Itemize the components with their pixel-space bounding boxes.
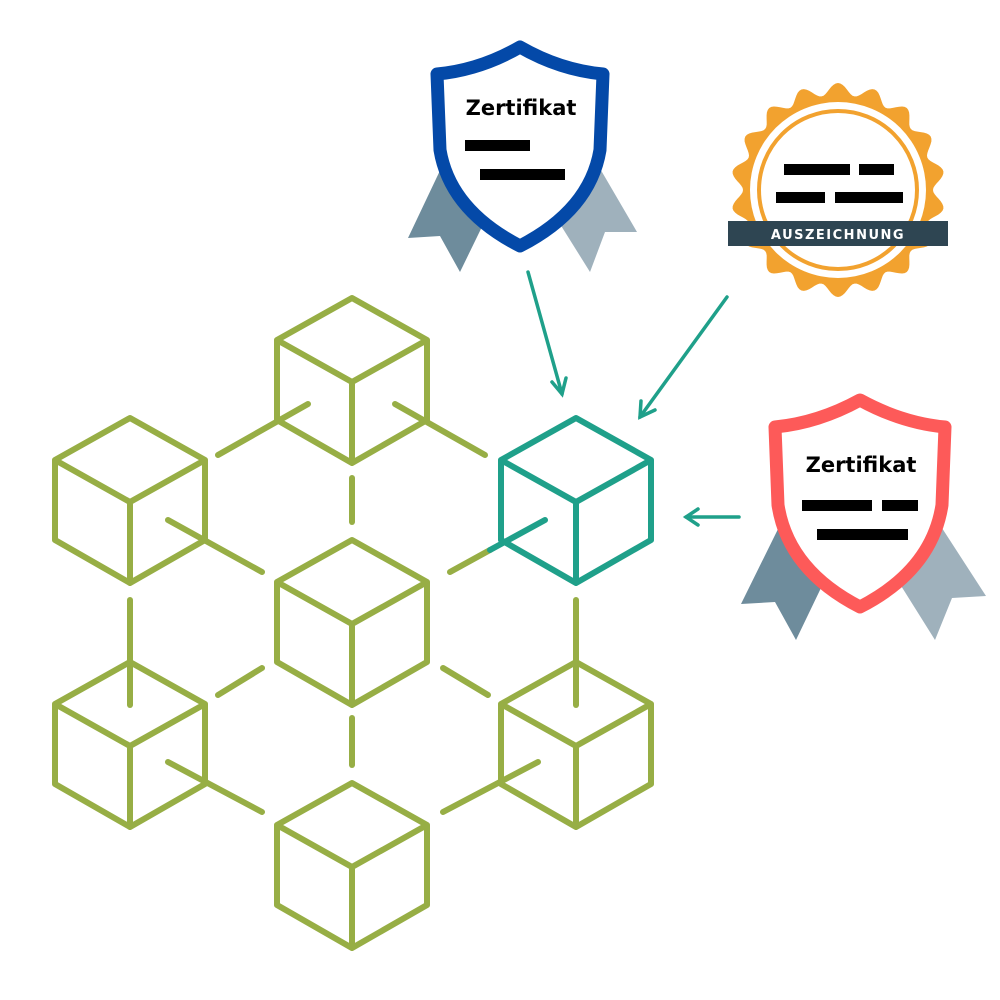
redacted-line [784,164,850,175]
arrow-from-blue-certificate [526,270,568,398]
cube-highlighted-icon [498,415,654,586]
redacted-line [817,529,908,540]
seal-ring [757,109,919,271]
block-link [215,665,265,698]
cube-center-icon [274,537,430,708]
award-seal-badge: AUSZEICHNUNG [728,83,948,297]
block-link [392,401,488,458]
certificate-title: Zertifikat [806,453,917,477]
blockchain-blocks [52,295,654,951]
seal-banner [728,221,948,246]
redacted-line [859,164,894,175]
redacted-line [480,169,565,180]
arrow-from-red-certificate [682,507,741,527]
arrows [526,270,741,527]
block-link [447,547,493,575]
cube-bottom-left-icon [52,659,208,830]
block-connectors [127,401,579,815]
block-link [440,759,541,815]
cube-bottom-right-icon [498,659,654,830]
redacted-line [465,140,530,151]
redacted-line [776,192,825,203]
block-link [165,517,265,575]
block-link [440,665,491,698]
seal-banner-text: AUSZEICHNUNG [771,228,905,243]
seal-inner [750,102,926,278]
certificate-title: Zertifikat [466,96,577,120]
redacted-line [802,500,872,511]
redacted-line [882,500,918,511]
blue-certificate-badge: Zertifikat [408,40,637,272]
cube-left-icon [52,415,208,586]
block-link [215,401,311,458]
block-link [487,517,548,553]
arrow-from-award-seal [638,295,729,420]
red-certificate-badge: Zertifikat [741,393,986,640]
block-link [165,759,265,815]
redacted-line [835,192,903,203]
cube-top-icon [274,295,430,466]
cube-bottom-icon [274,780,430,951]
